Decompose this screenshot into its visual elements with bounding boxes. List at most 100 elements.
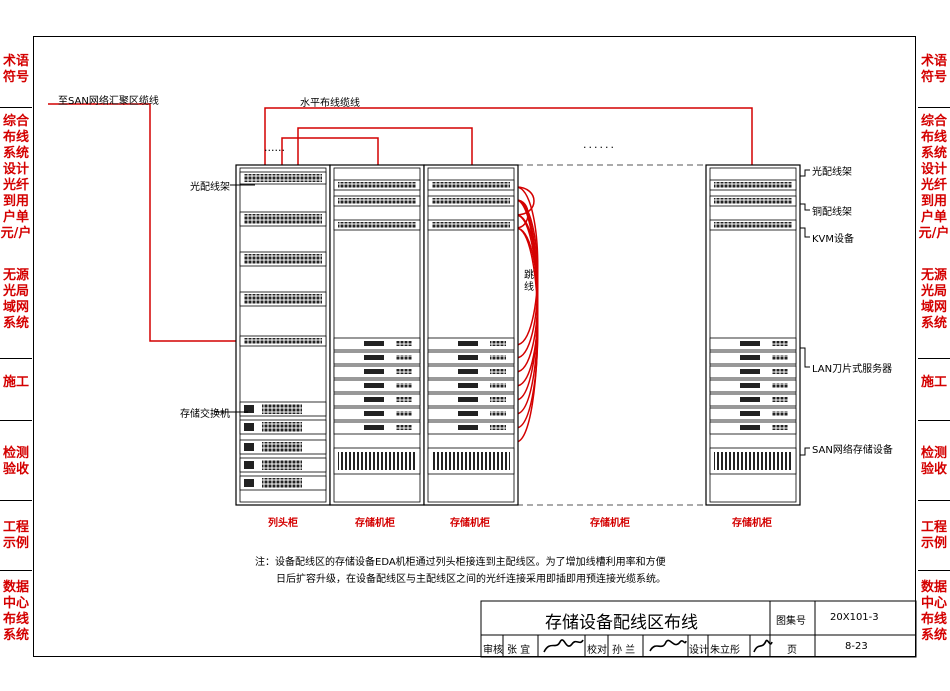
side-tab-cabling-design-right[interactable]: 综合布线系统设计 — [920, 114, 947, 177]
atlas-label: 图集号 — [776, 616, 806, 627]
divider — [0, 500, 32, 501]
side-tab-fttx[interactable]: 光纤到用户单元/户 — [0, 178, 32, 241]
divider — [0, 420, 32, 421]
switch-ports — [262, 460, 302, 470]
cabinet-inner — [333, 167, 421, 503]
blade-ports — [490, 369, 506, 374]
blade-ports — [772, 397, 788, 402]
note-line-2: 日后扩容升级，在设备配线区与主配线区之间的光纤连接采用即插即用预连接光缆系统。 — [276, 574, 666, 585]
blade-ports — [396, 355, 412, 360]
blade-bay — [740, 341, 760, 346]
page-number: 8-23 — [845, 641, 868, 652]
port-strip — [338, 198, 416, 204]
switch-ports — [262, 422, 302, 432]
divider — [0, 570, 32, 571]
side-tab-pon[interactable]: 无源光局域网系统 — [2, 268, 29, 331]
blade-ports — [490, 355, 506, 360]
port-strip — [714, 198, 792, 204]
side-tab-datacenter[interactable]: 数据中心布线系统 — [2, 580, 29, 643]
blade-ports — [396, 369, 412, 374]
blade-ports — [490, 425, 506, 430]
switch-led — [244, 423, 254, 431]
side-tab-cabling-design[interactable]: 综合布线系统设计 — [2, 114, 29, 177]
switch-ports — [262, 404, 302, 414]
storage-switch-label: 存储交换机 — [180, 409, 230, 420]
cabinet-label-storage-3: 存储机柜 — [590, 518, 630, 529]
blade-bay — [364, 411, 384, 416]
blade-bay — [458, 341, 478, 346]
side-tab-testing[interactable]: 检测验收 — [2, 446, 29, 477]
port-strip — [244, 174, 322, 182]
side-tab-datacenter-right[interactable]: 数据中心布线系统 — [920, 580, 947, 643]
port-strip — [244, 214, 322, 224]
blade-ports — [490, 341, 506, 346]
side-tab-construction[interactable]: 施工 — [2, 375, 29, 390]
side-tab-fttx-right[interactable]: 光纤到用户单元/户 — [918, 178, 950, 241]
drawing-frame — [33, 36, 916, 657]
copper-patch-label: 铜配线架 — [812, 207, 852, 218]
port-strip — [432, 198, 510, 204]
blade-bay — [364, 397, 384, 402]
kvm-label: KVM设备 — [812, 234, 855, 245]
blade-bay — [740, 355, 760, 360]
port-strip — [338, 222, 416, 228]
side-tab-pon-right[interactable]: 无源光局域网系统 — [920, 268, 947, 331]
blade-ports — [772, 355, 788, 360]
dots-left: ...... — [264, 141, 285, 154]
port-strip — [714, 222, 792, 228]
blade-ports — [772, 383, 788, 388]
side-tab-examples-right[interactable]: 工程示例 — [920, 520, 947, 551]
blade-ports — [396, 383, 412, 388]
san-storage-label: SAN网络存储设备 — [812, 445, 893, 456]
side-tab-construction-right[interactable]: 施工 — [920, 375, 947, 390]
san-backbone-label: 至SAN网络汇聚区缆线 — [58, 96, 159, 107]
blade-ports — [396, 411, 412, 416]
drawing-title: 存储设备配线区布线 — [545, 613, 698, 633]
title-block-grid — [480, 600, 917, 658]
jumper-label: 跳线 — [524, 270, 534, 293]
switch-led — [244, 405, 254, 413]
cabinet-label-head: 列头柜 — [268, 518, 298, 529]
blade-ports — [772, 369, 788, 374]
san-drive-bays — [714, 452, 792, 470]
review-name: 张 宜 — [507, 645, 531, 656]
page-label: 页 — [787, 645, 797, 656]
blade-bay — [364, 383, 384, 388]
fiber-patch-label-right: 光配线架 — [812, 167, 852, 178]
blade-bay — [458, 397, 478, 402]
blade-bay — [458, 425, 478, 430]
blade-bay — [458, 369, 478, 374]
switch-led — [244, 461, 254, 469]
blade-bay — [364, 341, 384, 346]
blade-bay — [740, 369, 760, 374]
side-tab-terms-right[interactable]: 术语符号 — [920, 54, 947, 85]
check-name: 孙 兰 — [612, 645, 636, 656]
side-tab-terms[interactable]: 术语符号 — [2, 54, 29, 85]
divider — [918, 358, 950, 359]
blade-bay — [364, 425, 384, 430]
port-strip — [432, 222, 510, 228]
blade-ports — [772, 425, 788, 430]
blade-ports — [772, 411, 788, 416]
san-drive-bays — [432, 452, 510, 470]
cabinet-inner — [239, 167, 327, 503]
port-strip — [338, 182, 416, 188]
divider — [0, 107, 32, 108]
red-cables — [48, 103, 753, 443]
blade-bay — [740, 397, 760, 402]
side-tab-testing-right[interactable]: 检测验收 — [920, 446, 947, 477]
port-strip — [714, 182, 792, 188]
check-label: 校对 — [587, 645, 607, 656]
cabinet-label-storage-4: 存储机柜 — [732, 518, 772, 529]
blade-bay — [740, 411, 760, 416]
side-tab-examples[interactable]: 工程示例 — [2, 520, 29, 551]
dots-middle: ...... — [583, 138, 616, 151]
cabinet-label-storage-2: 存储机柜 — [450, 518, 490, 529]
port-strip — [244, 254, 322, 264]
switch-ports — [262, 442, 302, 452]
port-strip — [244, 338, 322, 344]
blade-bay — [740, 383, 760, 388]
cabinet-label-storage-1: 存储机柜 — [355, 518, 395, 529]
divider — [0, 358, 32, 359]
